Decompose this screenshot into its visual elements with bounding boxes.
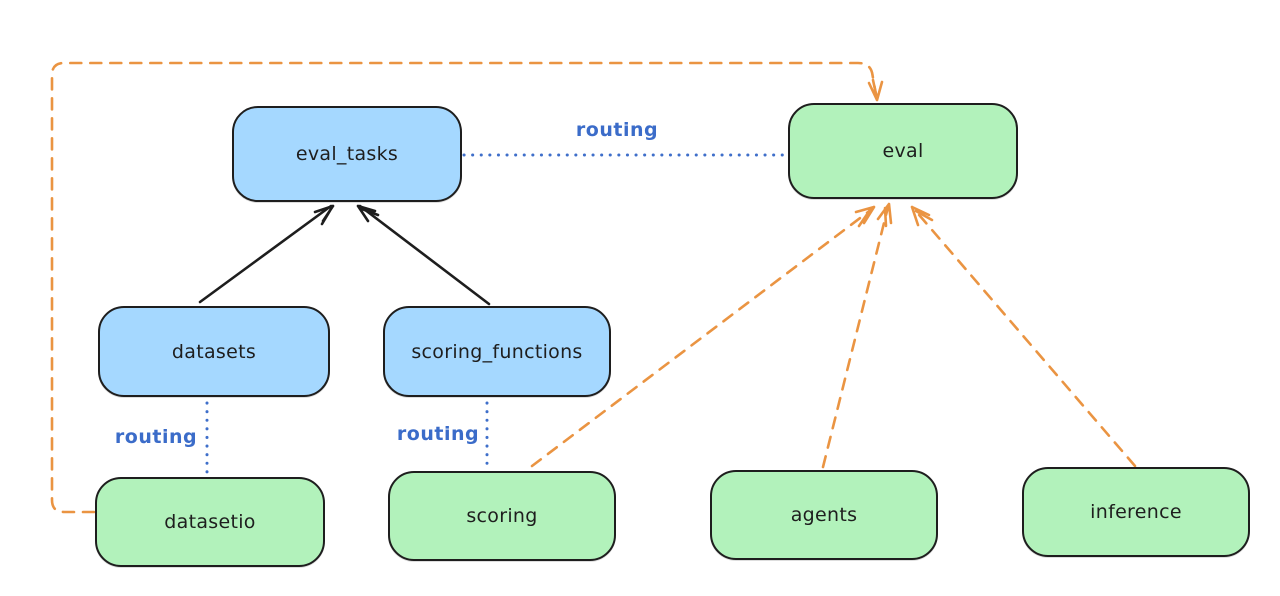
node-eval-tasks: eval_tasks [232,106,462,202]
node-datasetio-label: datasetio [164,511,256,533]
node-datasetio: datasetio [95,477,325,567]
node-scoring-functions-label: scoring_functions [411,340,583,363]
node-inference: inference [1022,467,1250,557]
node-scoring-label: scoring [466,505,538,527]
node-scoring: scoring [388,471,616,561]
routing-label-eval-tasks-eval: routing [575,119,659,141]
edge-agents-to-eval [821,202,893,469]
edge-scoring-functions-to-eval-tasks [356,204,491,306]
node-eval-label: eval [882,140,924,162]
edge-datasetio-to-eval [50,61,884,514]
routing-label-datasets-datasetio: routing [114,426,198,448]
node-datasets-label: datasets [171,340,257,363]
node-scoring-functions: scoring_functions [383,306,611,397]
edge-inference-to-eval [910,205,1137,468]
node-agents-label: agents [790,504,858,526]
node-eval: eval [788,103,1018,199]
edge-datasets-to-eval-tasks [198,204,335,304]
edge-scoring-to-eval [530,205,876,468]
node-eval-tasks-label: eval_tasks [295,143,399,165]
node-inference-label: inference [1090,501,1182,523]
routing-label-scoring-functions-scoring: routing [396,423,480,445]
node-agents: agents [710,470,938,560]
node-datasets: datasets [98,306,330,397]
